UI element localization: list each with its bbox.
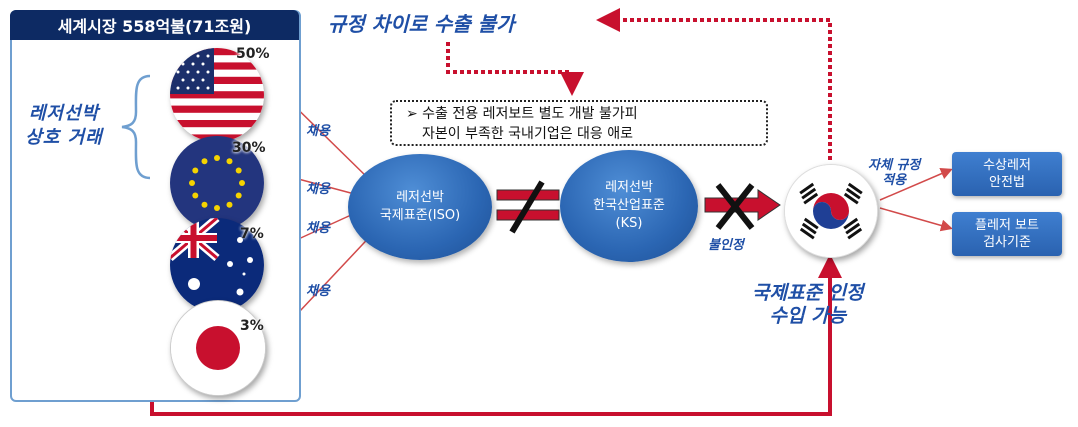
cross-mark-b bbox=[715, 183, 755, 230]
arrow-bottom-loop bbox=[150, 254, 842, 416]
import-possible-label: 국제표준 인정 수입 가능 bbox=[752, 282, 864, 327]
export-blocked-label: 규정 차이로 수출 불가 bbox=[328, 12, 515, 36]
output-box-safety-law: 수상레저 안전법 bbox=[952, 152, 1062, 196]
adopt-label-eu: 채용 bbox=[306, 182, 330, 197]
brace-icon bbox=[121, 74, 151, 180]
arrow-top-to-note bbox=[446, 42, 584, 96]
adopt-label-jp: 채용 bbox=[306, 284, 330, 299]
iso-standard-node: 레저선박 국제표준(ISO) bbox=[348, 154, 492, 260]
not-equal-bar-bottom bbox=[496, 209, 560, 221]
arrow-ks-to-korea bbox=[704, 189, 781, 221]
own-rules-label: 자체 규정 적용 bbox=[868, 158, 921, 188]
jp-flag-icon bbox=[170, 300, 266, 396]
panel-title: 세계시장 558억불(71조원) bbox=[10, 10, 299, 40]
arrow-korea-to-output2 bbox=[879, 207, 953, 232]
eu-flag-icon bbox=[170, 136, 264, 230]
kr-flag-icon bbox=[784, 164, 878, 258]
us-flag-icon bbox=[170, 48, 264, 142]
arrow-korea-to-output1 bbox=[879, 168, 953, 201]
note-box: ➢ 수출 전용 레저보트 별도 개발 불가피 자본이 부족한 국내기업은 대응 … bbox=[390, 100, 768, 146]
not-equal-bar-top bbox=[496, 189, 560, 201]
adopt-label-us: 채용 bbox=[306, 124, 330, 139]
not-equal-slash bbox=[509, 180, 545, 234]
adopt-label-au: 채용 bbox=[306, 221, 330, 236]
jp-share: 3% bbox=[240, 318, 264, 334]
eu-share: 30% bbox=[232, 140, 266, 156]
output-box-inspection: 플레저 보트 검사기준 bbox=[952, 212, 1062, 256]
ks-standard-node: 레저선박 한국산업표준 (KS) bbox=[560, 150, 698, 262]
mutual-trade-label: 레저선박 상호 거래 bbox=[25, 103, 103, 148]
arrow-korea-to-top bbox=[596, 8, 832, 160]
not-recognized-label: 불인정 bbox=[708, 238, 744, 253]
au-share: 7% bbox=[240, 226, 264, 242]
us-share: 50% bbox=[236, 46, 270, 62]
